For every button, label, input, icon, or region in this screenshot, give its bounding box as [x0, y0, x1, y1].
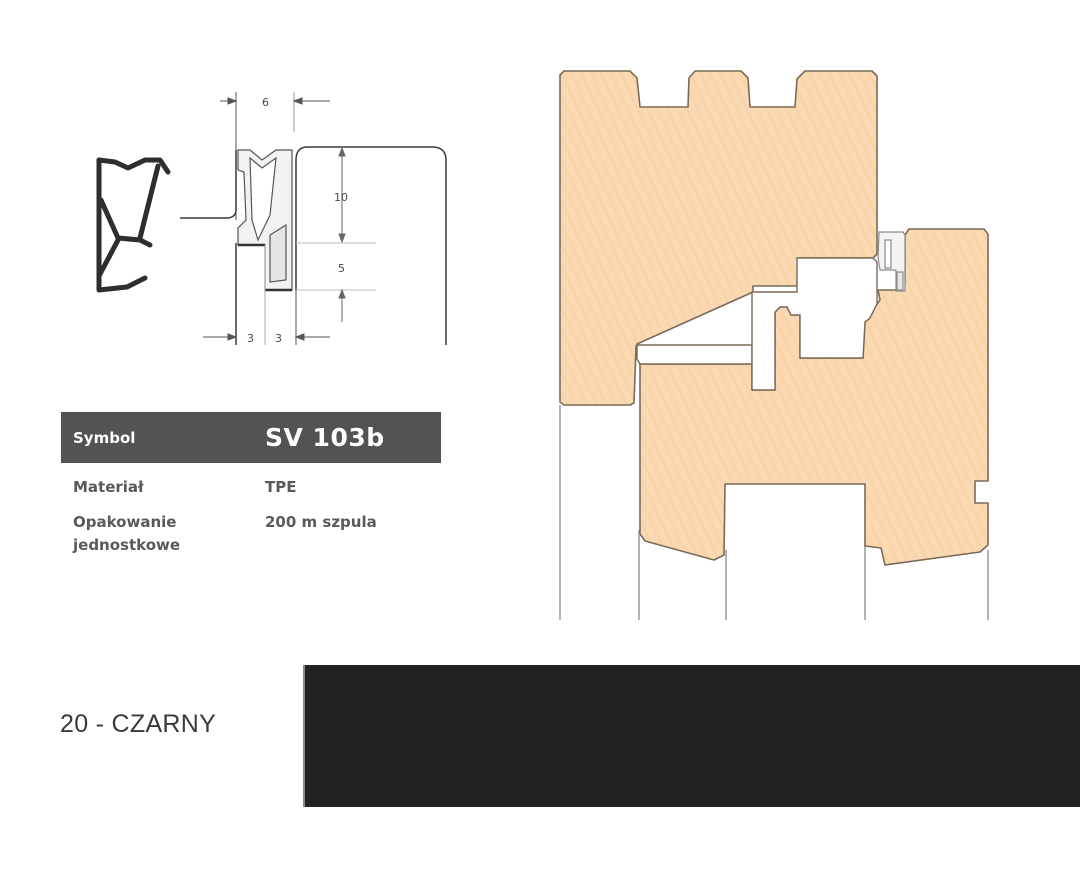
packaging-label: Opakowanie jednostkowe [73, 511, 265, 557]
window-section-drawing [540, 55, 1010, 630]
packaging-label-line1: Opakowanie [73, 513, 177, 531]
packaging-value: 200 m szpula [265, 513, 377, 531]
dimension-upper-height: 10 [334, 191, 348, 204]
seal-insert [877, 231, 906, 292]
dimension-lower-height: 5 [338, 262, 345, 275]
spec-table: Symbol SV 103b Materiał TPE Opakowanie j… [61, 412, 441, 557]
seal-profile-drawing: 6 10 5 [80, 80, 460, 360]
spec-header-row: Symbol SV 103b [61, 412, 441, 463]
dimension-bottom-left: 3 [247, 332, 254, 345]
gap-cavity [751, 257, 878, 391]
dimension-top-width: 6 [262, 96, 269, 109]
color-variant-label: 20 - CZARNY [60, 710, 217, 738]
guide-lines [559, 405, 989, 620]
material-value: TPE [265, 478, 297, 496]
spec-row-material: Materiał TPE [61, 476, 441, 499]
spec-row-packaging: Opakowanie jednostkowe 200 m szpula [61, 511, 441, 557]
packaging-label-line2: jednostkowe [73, 536, 181, 554]
dimension-bottom-right: 3 [275, 332, 282, 345]
material-label: Materiał [73, 478, 144, 496]
seal-profile-icon [96, 157, 171, 293]
symbol-value: SV 103b [265, 423, 385, 452]
gap-channel [636, 344, 753, 365]
color-swatch [303, 665, 1080, 807]
symbol-label: Symbol [73, 428, 136, 447]
frame-block-upper [559, 70, 878, 406]
